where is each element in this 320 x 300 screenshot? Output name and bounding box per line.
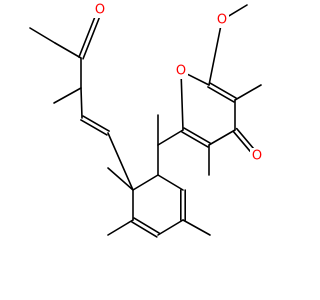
bond-c7-c2: [132, 174, 159, 191]
bond-p5-p6-double-0: [207, 86, 235, 103]
bond-po-p2: [180, 78, 184, 131]
molecule-structure-diagram: O O O O: [29, 2, 264, 238]
bond-p2-p3-double-1: [181, 131, 209, 148]
atom-methoxy-oxygen: O: [215, 12, 229, 28]
bond-layer: [29, 4, 262, 238]
bond-cH-cMeth: [80, 87, 83, 119]
bond-cCO-chO-double-1: [82, 17, 100, 60]
bond-p2-p3-double-0: [183, 127, 211, 144]
bond-c4-c5: [157, 219, 184, 236]
bond-p5-p6-double-1: [209, 82, 237, 99]
bond-c5-c6-double-0: [131, 221, 158, 238]
bond-cCO-chO-double-0: [78, 15, 96, 58]
bond-c6-me6: [107, 219, 134, 236]
atom-label-layer: O O O O: [93, 2, 264, 164]
atom-label-text: O: [252, 149, 262, 164]
bond-p6-omeO: [208, 27, 222, 86]
atom-pyranone-carbonyl-oxygen: O: [250, 148, 264, 164]
bond-omeO-omeC: [228, 4, 248, 17]
bond-c5-c6-double-1: [133, 217, 160, 234]
atom-label-text: O: [176, 64, 186, 79]
bond-p6-po: [187, 73, 210, 86]
atom-ring-oxygen: O: [174, 63, 188, 79]
atom-label-text: O: [217, 13, 227, 28]
bond-p5-me5: [234, 84, 262, 101]
bond-cVin-cH-double-1: [82, 115, 110, 132]
bond-p3-p4: [208, 129, 236, 146]
atom-chain-carbonyl-oxygen: O: [93, 2, 107, 18]
bond-c1-p2: [157, 129, 184, 146]
atom-label-text: O: [95, 3, 105, 18]
bond-p4-ketoO-double-0: [235, 127, 255, 150]
bond-c7-cVin: [107, 132, 134, 191]
bond-c7-cMe: [107, 167, 134, 191]
bond-cVin-cH-double-0: [80, 119, 108, 136]
bond-c2-c3: [157, 174, 184, 191]
bond-cEt1-cEt2: [29, 27, 56, 44]
bond-cMeth-cMeMeth: [53, 87, 82, 104]
bond-cCO-cEt1: [54, 42, 82, 59]
bond-p4-ketoO-double-1: [232, 130, 251, 153]
bond-c4-me3r: [182, 219, 211, 236]
